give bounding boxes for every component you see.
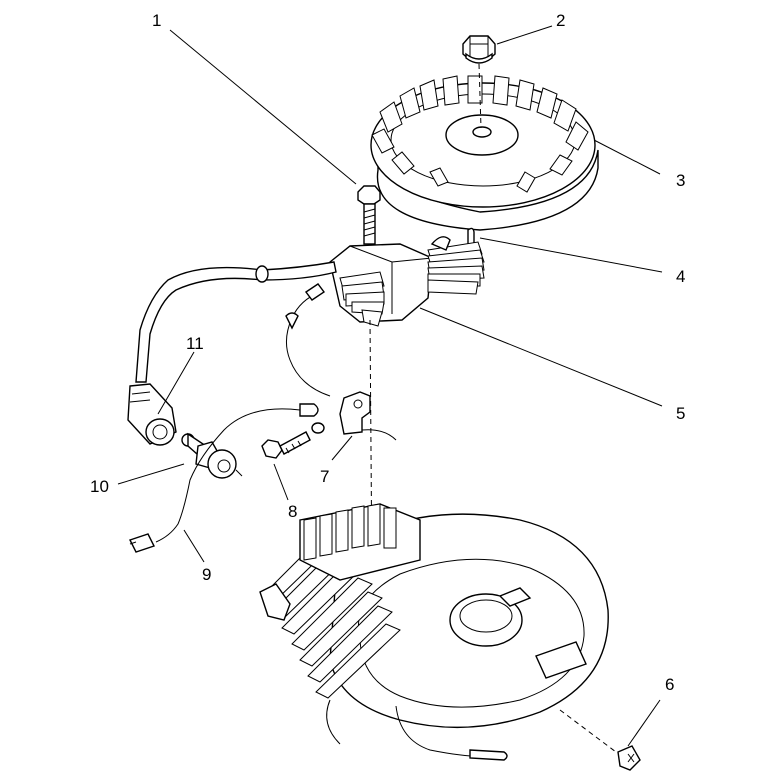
callout-6-label: 6 [665,675,674,694]
callout-10-label: 10 [90,477,109,496]
callout-5-label: 5 [676,404,685,423]
screw-large-part [617,745,641,771]
flywheel-part [370,75,599,231]
ignition-coil-part [329,236,485,327]
callout-4-label: 4 [676,267,685,286]
callout-7-label: 7 [320,467,329,486]
screw-small-part [261,422,325,459]
callout-2-label: 2 [556,11,565,30]
bracket-part [339,391,397,441]
spark-plug-part [181,432,243,479]
wire-part [129,403,319,553]
nut-part [462,35,496,64]
callout-3-label: 3 [676,171,685,190]
bolt-part [357,185,381,245]
callout-1-label: 1 [152,11,161,30]
callout-8-label: 8 [288,502,297,521]
engine-block-part [259,503,609,745]
callout-leaders [117,25,663,747]
callout-9-label: 9 [202,565,211,584]
spark-plug-boot-part [127,383,177,446]
callout-11-label: 11 [186,334,204,353]
